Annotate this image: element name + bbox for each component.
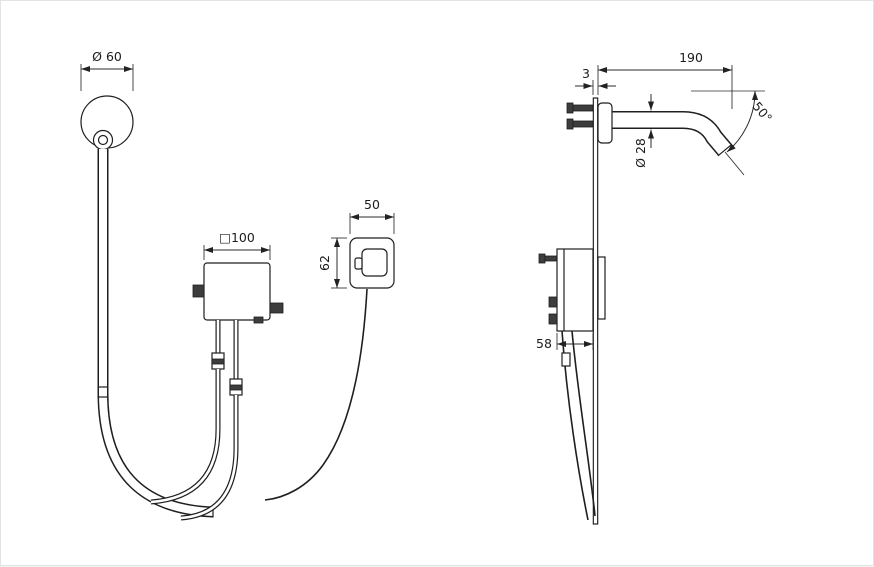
mounting-bracket [597, 256, 606, 320]
hose-segment [150, 369, 221, 505]
anchor-bolt-head [566, 102, 574, 114]
right-connector [269, 302, 284, 314]
cable-connector [561, 352, 571, 367]
wall-plate [592, 97, 599, 525]
dim-box-depth: 58 [536, 333, 594, 351]
anchor-bolt [571, 120, 594, 128]
spout-tube-circle [92, 129, 114, 151]
side-cable [571, 330, 596, 517]
box-hose-1 [150, 320, 225, 505]
control-box-body [203, 262, 271, 321]
control-box [192, 262, 284, 324]
dim-plate-thickness: 3 [575, 66, 616, 95]
dim-spout-diameter: Ø 28 [633, 94, 654, 168]
box-body-side [556, 248, 594, 332]
psu-socket [361, 248, 388, 277]
left-connector [192, 284, 205, 298]
flange-diameter-label: Ø 60 [92, 49, 122, 64]
spout-inner [612, 112, 731, 155]
box-hose-2 [180, 320, 243, 521]
side-view: 190 3 Ø 28 50° [536, 50, 776, 525]
spout-hose [97, 149, 214, 518]
spout-diameter-label: Ø 28 [633, 138, 648, 168]
box-bolt-head [538, 253, 546, 264]
dim-spout-reach: 190 [597, 50, 733, 109]
psu-tab [354, 257, 363, 270]
control-box-size-label: □100 [219, 230, 255, 245]
control-box-side [538, 248, 606, 332]
dim-psu-width: 50 [349, 197, 395, 234]
dim-control-box: □100 [203, 230, 271, 260]
inline-connector-band [211, 358, 225, 365]
spout-angle-label: 50° [750, 99, 776, 126]
side-connector [548, 296, 558, 308]
wall-anchors [566, 102, 594, 130]
inline-connector-band [229, 384, 243, 391]
front-view: Ø 60 □100 [80, 49, 395, 521]
power-supply [264, 237, 395, 501]
angle-outlet-line [724, 151, 745, 176]
spout-tube-inner-circle [97, 134, 109, 146]
hose-segment-inner [180, 395, 238, 520]
hose-segment [180, 395, 239, 521]
box-bolt [543, 255, 559, 262]
psu-cable [264, 288, 368, 501]
flange-side [597, 102, 613, 144]
spout-reach-label: 190 [679, 50, 703, 65]
anchor-bolt [571, 104, 594, 112]
dim-flange-diameter: Ø 60 [80, 49, 134, 91]
angle-arc [726, 90, 759, 153]
hose-segment-inner [150, 369, 220, 504]
plate-thickness-label: 3 [582, 66, 590, 81]
box-depth-label: 58 [536, 336, 552, 351]
hose-inner [99, 149, 214, 516]
side-connector [548, 313, 558, 325]
side-cables [561, 330, 596, 521]
psu-height-label: 62 [317, 255, 332, 271]
anchor-bolt-head [566, 118, 574, 130]
dim-psu-height: 62 [317, 237, 347, 289]
bottom-connector [253, 316, 264, 324]
psu-width-label: 50 [364, 197, 380, 212]
spout [612, 111, 733, 157]
